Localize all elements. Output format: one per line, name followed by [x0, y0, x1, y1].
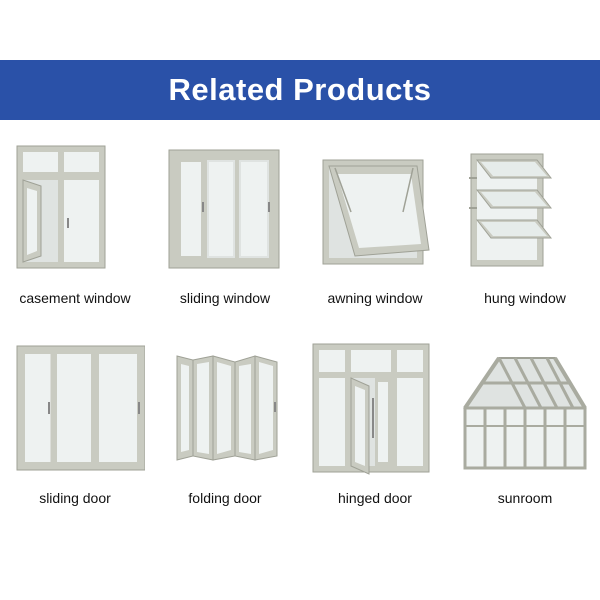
- page-title: Related Products: [168, 72, 432, 107]
- product-grid: casement window sliding window: [0, 138, 600, 534]
- product-label: sunroom: [497, 490, 553, 506]
- awning-window-icon: [305, 138, 445, 278]
- folding-door-icon: [155, 338, 295, 478]
- product-card-hinged-door[interactable]: hinged door: [300, 336, 450, 534]
- product-label: casement window: [19, 290, 131, 306]
- sliding-door-icon: [5, 338, 145, 478]
- product-label: sliding window: [179, 290, 271, 306]
- sliding-window-icon: [155, 138, 295, 278]
- header-banner: Related Products: [0, 60, 600, 120]
- product-label: hinged door: [338, 490, 412, 506]
- hung-window-icon: [455, 138, 595, 278]
- product-card-awning-window[interactable]: awning window: [300, 138, 450, 336]
- hinged-door-icon: [305, 338, 445, 478]
- product-card-sliding-window[interactable]: sliding window: [150, 138, 300, 336]
- product-label: hung window: [484, 290, 566, 306]
- product-label: folding door: [188, 490, 262, 506]
- sunroom-icon: [455, 338, 595, 478]
- product-card-sunroom[interactable]: sunroom: [450, 336, 600, 534]
- product-card-sliding-door[interactable]: sliding door: [0, 336, 150, 534]
- product-card-folding-door[interactable]: folding door: [150, 336, 300, 534]
- product-label: sliding door: [39, 490, 111, 506]
- product-label: awning window: [327, 290, 423, 306]
- product-card-casement-window[interactable]: casement window: [0, 138, 150, 336]
- product-card-hung-window[interactable]: hung window: [450, 138, 600, 336]
- casement-window-icon: [5, 138, 145, 278]
